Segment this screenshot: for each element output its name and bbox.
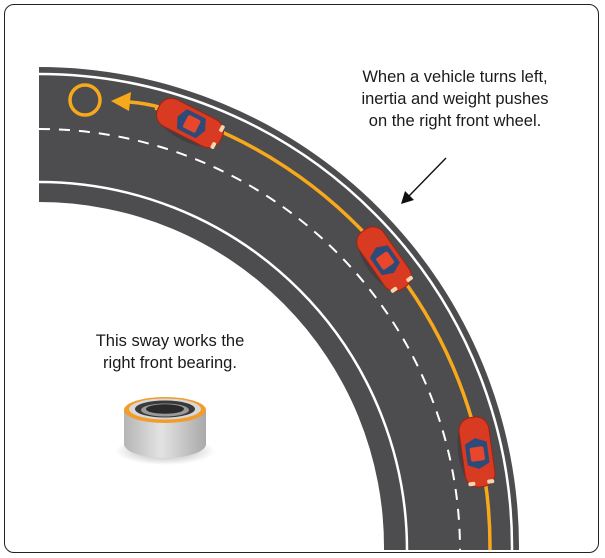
wheel-bearing-icon — [115, 397, 215, 465]
caption-line: inertia and weight pushes — [361, 90, 549, 108]
red-car-icon — [356, 226, 413, 293]
road-surface — [39, 67, 520, 550]
caption-line: This sway works the — [95, 332, 245, 350]
road-outer-edge-line — [38, 72, 514, 551]
turn-explanation-caption: When a vehicle turns left, inertia and w… — [335, 66, 575, 132]
red-car-icon — [155, 97, 225, 150]
red-car-icon — [457, 416, 496, 488]
caption-line: right front bearing. — [103, 354, 237, 372]
road-scene — [38, 67, 520, 551]
caption-line: on the right front wheel. — [368, 112, 542, 130]
lane-dashes — [38, 128, 461, 551]
bearing-caption: This sway works the right front bearing. — [65, 330, 275, 374]
curved-road — [38, 67, 520, 551]
pointer-arrow-icon — [401, 157, 447, 204]
road-inner-edge-line — [38, 180, 409, 551]
caption-line: When a vehicle turns left, — [362, 68, 548, 86]
diagram-frame: When a vehicle turns left, inertia and w… — [4, 4, 599, 553]
circle-target-icon — [68, 83, 102, 117]
